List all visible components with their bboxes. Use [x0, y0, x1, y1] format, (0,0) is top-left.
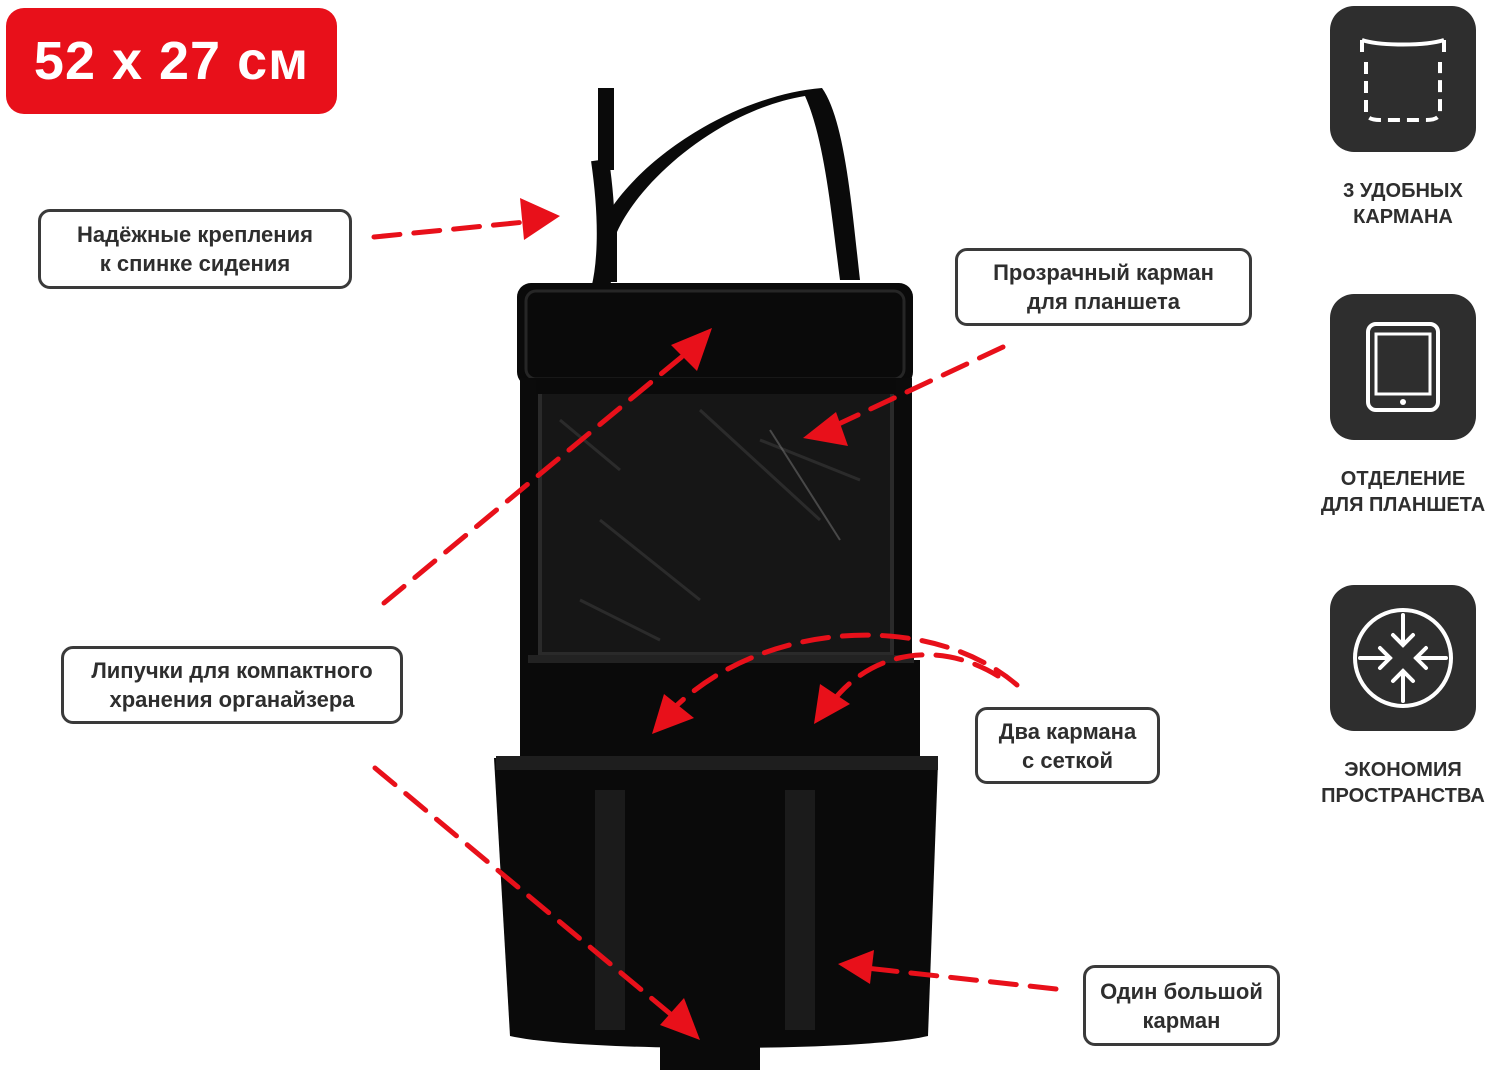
tablet-icon — [1366, 322, 1440, 412]
callout-velcro: Липучки для компактного хранения органай… — [61, 646, 403, 724]
callout-big-line2: карман — [1142, 1007, 1221, 1033]
feature-pockets: 3 УДОБНЫХ КАРМАНА — [1303, 6, 1503, 230]
feature-pockets-line1: 3 УДОБНЫХ — [1343, 180, 1463, 202]
size-badge: 52 x 27 см — [6, 8, 337, 114]
organizer-image — [494, 88, 938, 1070]
arrow-big-pocket — [863, 965, 1059, 992]
feature-tablet-line1: ОТДЕЛЕНИЕ — [1340, 468, 1466, 490]
feature-tablet: ОТДЕЛЕНИЕ ДЛЯ ПЛАНШЕТА — [1303, 294, 1503, 518]
callout-velcro-line1: Липучки для компактного — [91, 658, 373, 683]
callout-mounting-line1: Надёжные крепления — [77, 222, 313, 247]
feature-tablet-line2: ДЛЯ ПЛАНШЕТА — [1320, 494, 1486, 516]
arrow-velcro-top — [381, 347, 693, 606]
callout-mounting-line2: к спинке сидения — [99, 251, 291, 276]
feature-space-line1: ЭКОНОМИЯ — [1344, 759, 1462, 781]
feature-space: ЭКОНОМИЯ ПРОСТРАНСТВА — [1303, 585, 1503, 809]
feature-pockets-line2: КАРМАНА — [1353, 206, 1453, 228]
callout-tablet-pocket: Прозрачный карман для планшета — [955, 248, 1252, 326]
callout-velcro-line2: хранения органайзера — [109, 687, 355, 712]
feature-space-line2: ПРОСТРАНСТВА — [1321, 785, 1485, 807]
arrow-mounting — [371, 219, 528, 240]
callout-big-pocket: Один большой карман — [1083, 965, 1280, 1046]
callout-tablet-line1: Прозрачный карман — [993, 260, 1214, 285]
callout-big-line1: Один большой — [1100, 978, 1263, 1004]
arrow-mesh-right — [827, 652, 1001, 708]
arrow-mesh-left — [667, 632, 1020, 715]
callout-mesh-line2: с сеткой — [1022, 747, 1113, 773]
callout-mounting: Надёжные крепления к спинке сидения — [38, 209, 352, 289]
pockets-icon — [1360, 38, 1446, 122]
callout-mesh-line1: Два кармана — [998, 718, 1137, 744]
callout-mesh-pockets: Два кармана с сеткой — [975, 707, 1160, 784]
arrow-tablet-pocket — [827, 344, 1006, 431]
compress-icon — [1353, 608, 1453, 708]
arrow-velcro-bottom — [372, 765, 683, 1025]
callout-tablet-line2: для планшета — [1027, 289, 1180, 314]
